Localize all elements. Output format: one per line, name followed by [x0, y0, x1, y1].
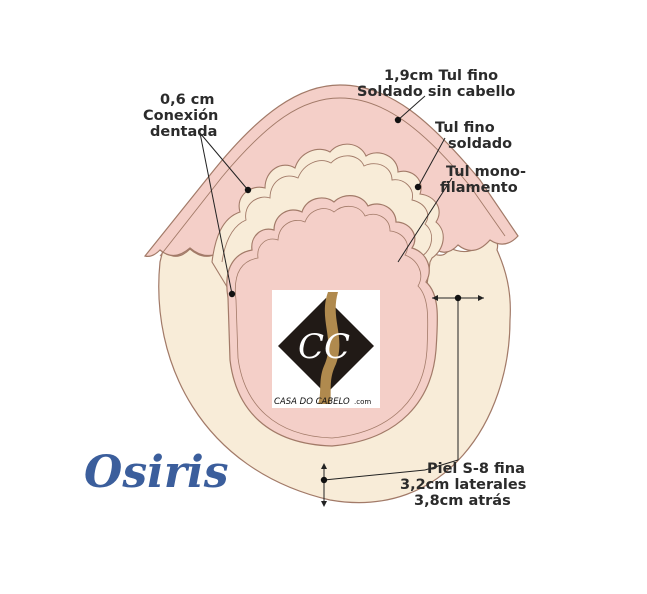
logo-wordmark: CASA DO CABELO — [274, 397, 350, 407]
label-outer-line1: 1,9cm Tul fino — [384, 68, 498, 84]
casa-do-cabelo-logo: CC CASA DO CABELO .com — [272, 290, 380, 408]
label-base-line2: 3,2cm laterales — [400, 477, 526, 493]
logo-hair-strand — [318, 292, 340, 404]
label-conn-line1: 0,6 cm — [160, 92, 214, 108]
logo-monogram: CC — [298, 327, 350, 367]
label-mono-line2: filamento — [440, 180, 518, 196]
brand-name: Osiris — [84, 447, 228, 498]
label-mid-line2: soldado — [448, 136, 512, 152]
label-outer-line2: Soldado sin cabello — [357, 84, 515, 100]
scalloped-band-inner-edge — [221, 155, 432, 263]
logo-domain: .com — [354, 398, 371, 406]
label-conn-line3: dentada — [150, 124, 217, 140]
leader-lines — [199, 95, 484, 505]
monofilament-inner-edge — [234, 206, 429, 439]
label-base-line1: Piel S-8 fina — [427, 461, 525, 477]
label-conn-line2: Conexión — [143, 108, 218, 124]
leader-dots — [228, 116, 462, 484]
label-base-line3: 3,8cm atrás — [414, 493, 511, 509]
dimension-arrows — [321, 295, 484, 507]
outer-band-inner-edge — [159, 97, 506, 257]
label-mono-line1: Tul mono- — [446, 164, 526, 180]
label-mid-line1: Tul fino — [435, 120, 495, 136]
logo-diamond — [278, 298, 374, 394]
